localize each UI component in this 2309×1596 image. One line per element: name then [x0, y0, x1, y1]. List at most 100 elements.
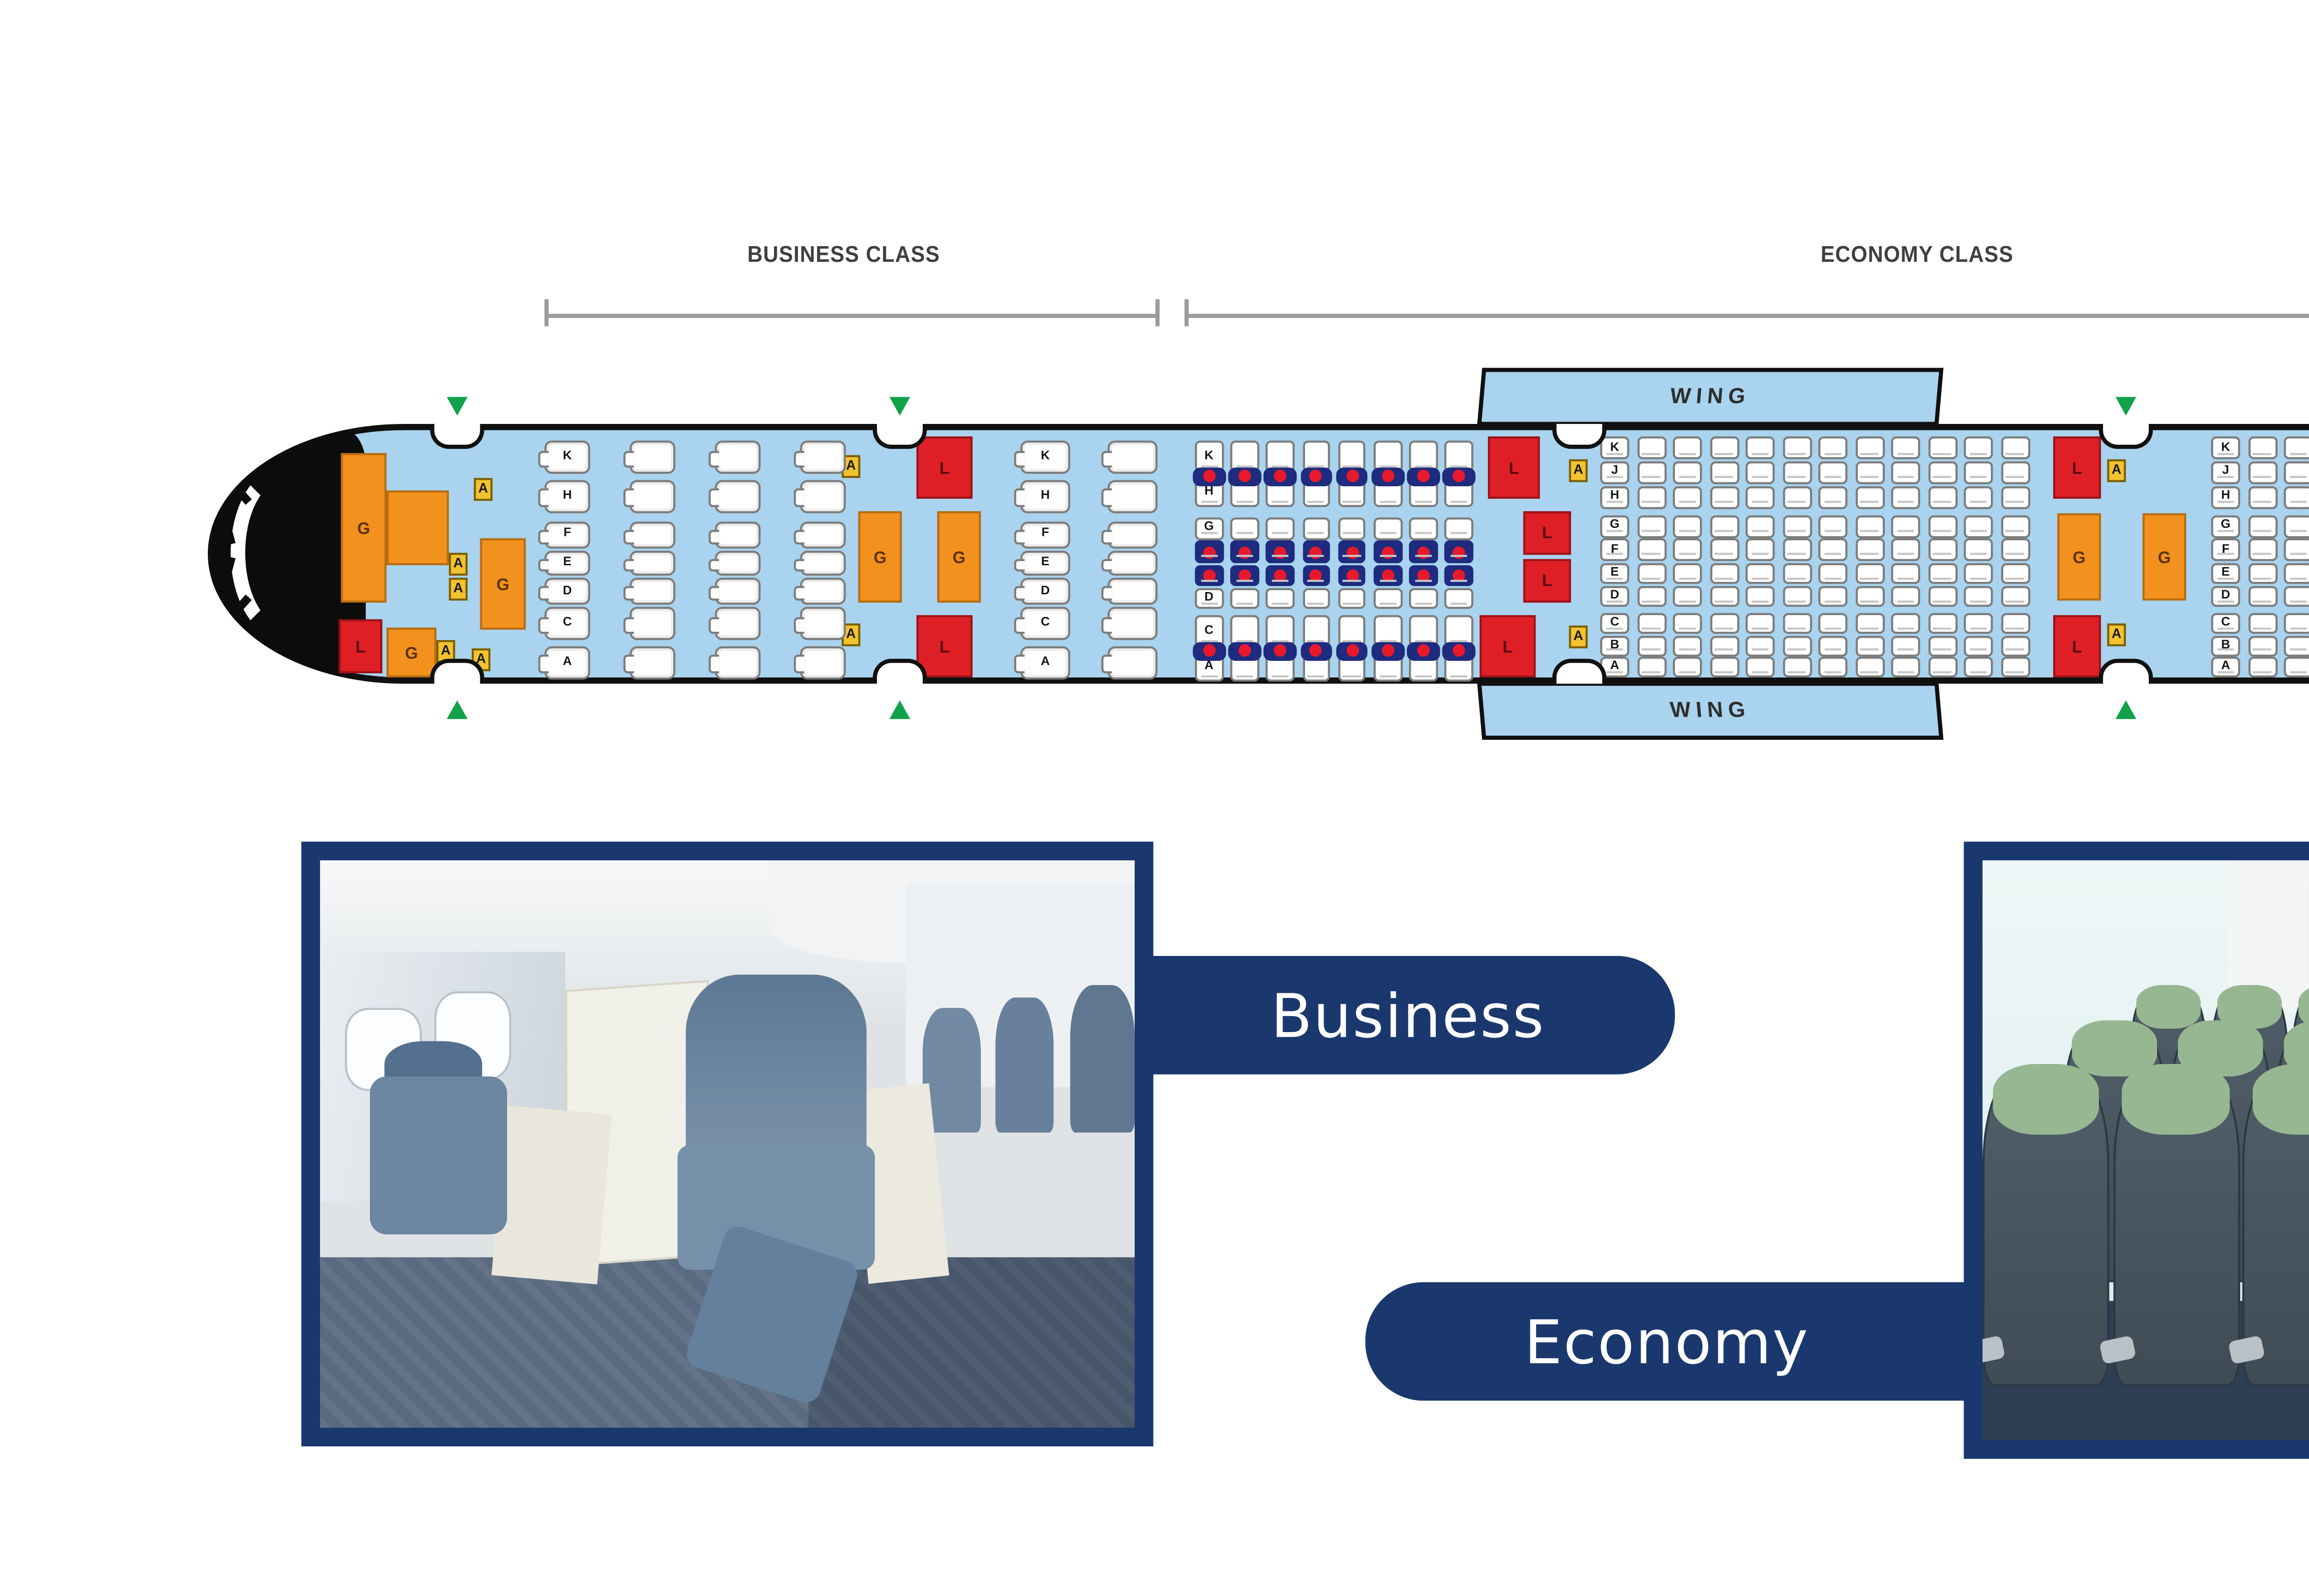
seat-premium-economy: [1373, 588, 1402, 610]
seat-premium-economy: [1445, 588, 1474, 610]
premium-seat-marker: [1443, 466, 1475, 485]
seat-economy-wing: [1964, 613, 1993, 634]
seat-economy-wing: [1818, 461, 1848, 484]
seat-economy-wing: [1964, 657, 1993, 678]
seat-economy-wing: [1746, 436, 1775, 459]
door-notch: [873, 659, 927, 684]
seat-business-front: [623, 479, 676, 513]
seat-business-front: [623, 550, 676, 576]
galley-block: G: [858, 511, 902, 603]
seat-business-front: [708, 578, 761, 605]
seat-economy-wing: [1855, 436, 1884, 459]
premium-seat-marker: [1264, 466, 1297, 485]
seat-economy-wing: [1964, 485, 1993, 508]
seat-economy-rear: [2247, 635, 2277, 656]
seat-economy-rear: [2247, 538, 2277, 561]
seat-economy-wing: [1636, 485, 1666, 508]
business-cabin-photo: [301, 841, 1154, 1446]
seat-premium-economy: [1409, 441, 1438, 472]
seat-premium-economy: [1445, 564, 1474, 586]
economy-pill-label[interactable]: Economy: [1365, 1282, 1968, 1401]
seat-economy-wing: [1709, 436, 1739, 459]
seat-economy-wing: [1782, 635, 1811, 656]
lavatory-block: L: [916, 436, 973, 499]
seat-premium-economy: [1338, 441, 1366, 472]
seat-economy-wing: [1673, 515, 1702, 538]
seat-business-front: [794, 550, 846, 576]
seat-economy-wing: [1855, 461, 1884, 484]
seat-economy-wing: [2000, 635, 2030, 656]
seat-economy-wing: [1927, 436, 1957, 459]
seat-premium-economy: [1373, 441, 1402, 472]
seat-economy-wing: [1891, 562, 1920, 584]
seat-economy-wing: [1855, 613, 1884, 634]
seat-economy-rear: [2284, 613, 2309, 634]
galley-block: G: [480, 538, 526, 630]
seat-business-front: [794, 521, 846, 548]
seat-business-front: [708, 607, 761, 640]
seat-economy-wing: [2000, 657, 2030, 678]
seat-economy-wing: [1855, 635, 1884, 656]
seat-economy-wing: [1964, 635, 1993, 656]
seat-economy-wing: [1818, 436, 1848, 459]
seat-economy-wing: [1891, 613, 1920, 634]
lavatory-block: L: [1488, 436, 1540, 499]
galley-block: G: [937, 511, 981, 603]
door-notch: [430, 424, 484, 449]
photo-decor-shape: [2135, 986, 2200, 1030]
seat-business-front: [708, 479, 761, 513]
seat-business-rear: K: [1014, 441, 1070, 474]
exit-arrow-icon: [2114, 700, 2135, 719]
seat-economy-wing: [1818, 485, 1848, 508]
seat-business-front: [623, 607, 676, 640]
seat-economy-rear: [2247, 586, 2277, 608]
seat-economy-wing: [1927, 461, 1957, 484]
seat-economy-wing: [1746, 562, 1775, 584]
seat-premium-economy: [1445, 441, 1474, 472]
seat-economy-wing: [1673, 586, 1702, 608]
exit-arrow-icon: [888, 700, 909, 719]
premium-seat-marker: [1193, 466, 1225, 485]
exit-arrow-icon: [888, 397, 909, 416]
seat-premium-economy: [1409, 517, 1438, 539]
attendant-block: A: [2107, 459, 2126, 482]
seat-economy-wing: [2000, 461, 2030, 484]
exit-arrow-icon: [446, 397, 467, 416]
premium-seat-marker: [1407, 641, 1440, 660]
business-pill-label[interactable]: Business: [1141, 956, 1675, 1075]
seat-economy-wing: [1709, 515, 1739, 538]
seat-premium-economy: [1445, 517, 1474, 539]
seat-premium-economy: [1302, 615, 1330, 647]
door-notch: [430, 659, 484, 684]
attendant-block: A: [474, 478, 493, 501]
seat-premium-economy: [1266, 441, 1295, 472]
photo-decor-shape: [1983, 1064, 2109, 1386]
seat-economy-wing: A: [1600, 657, 1629, 678]
seat-premium-economy: [1445, 541, 1474, 563]
exit-arrow-icon: [446, 700, 467, 719]
wing-top: WING: [1477, 368, 1944, 426]
seat-business-front: [623, 645, 676, 679]
seat-economy-wing: H: [1600, 485, 1629, 508]
seat-economy-wing: [1709, 562, 1739, 584]
seat-premium-economy: [1302, 541, 1330, 563]
seat-economy-wing: [1927, 586, 1957, 608]
seat-economy-wing: [1636, 538, 1666, 561]
lavatory-block: L: [2053, 615, 2101, 677]
seat-economy-wing: [1673, 613, 1702, 634]
seat-economy-rear: B: [2211, 635, 2240, 656]
exit-arrow-icon: [2114, 397, 2135, 416]
seat-economy-wing: [1746, 485, 1775, 508]
seat-business-front: H: [538, 479, 590, 513]
photo-decor-shape: [686, 973, 866, 1167]
seat-economy-wing: D: [1600, 586, 1629, 608]
seat-business-front: [794, 479, 846, 513]
seat-economy-wing: [1782, 515, 1811, 538]
seat-economy-wing: [1636, 562, 1666, 584]
seat-premium-economy: G: [1195, 517, 1223, 539]
seat-premium-economy: [1266, 541, 1295, 563]
seat-business-front: [794, 441, 846, 474]
seat-business-rear: [1101, 441, 1158, 474]
seat-premium-economy: [1266, 588, 1295, 610]
seat-premium-economy: [1409, 615, 1438, 647]
